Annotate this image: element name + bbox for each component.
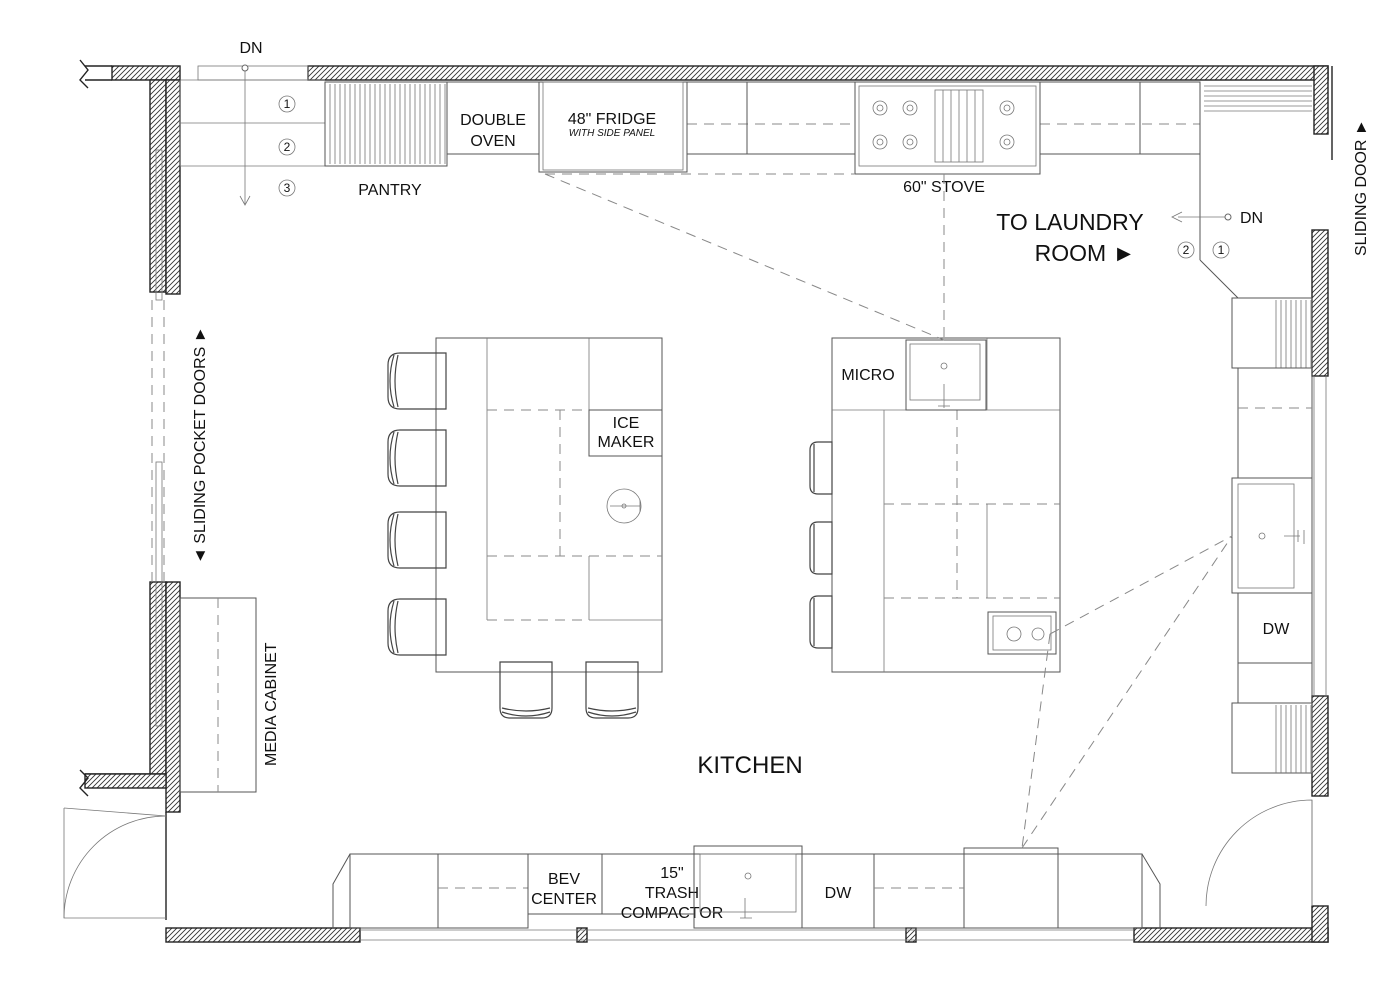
micro-label: MICRO: [841, 367, 894, 384]
right-door-swing: [1205, 799, 1313, 907]
right-island-stools: [809, 441, 833, 649]
pantry-label: PANTRY: [358, 182, 422, 199]
fridge-note: WITH SIDE PANEL: [569, 128, 656, 139]
bottom-counter-run: BEV CENTER 15" TRASH COMPACTOR DW: [332, 845, 1161, 929]
wall-left-upper: [149, 79, 167, 293]
left-island: ICE MAKER: [435, 337, 663, 673]
to-laundry-label: TO LAUNDRY: [996, 209, 1143, 235]
stove-burners: [872, 89, 1015, 163]
dw-right-label: DW: [1263, 621, 1291, 638]
wall-left-inner: [165, 79, 181, 295]
trash-compactor-label: 15": [660, 865, 683, 882]
dw-bottom-label: DW: [825, 885, 853, 902]
right-island: MICRO: [831, 337, 1061, 673]
left-island-bottom-stools: [499, 661, 639, 719]
wall-bottom-right: [1133, 927, 1329, 943]
to-laundry-label-2: ROOM ►: [1035, 240, 1136, 266]
laundry-stair-treads: [1204, 85, 1312, 112]
wall-right-bottom: [1311, 905, 1329, 943]
media-cabinet: MEDIA CABINET: [179, 597, 280, 793]
wall-left-jog: [84, 773, 167, 789]
dn-right-label: DN: [1240, 210, 1263, 227]
laundry-stair: DN 2 1 TO LAUNDRY ROOM ►: [996, 82, 1312, 299]
sliding-pocket-doors-label: ◄ SLIDING POCKET DOORS ►: [192, 326, 209, 564]
work-triangle: [544, 173, 1233, 849]
wall-right-lower: [1311, 695, 1329, 797]
fridge-label: 48" FRIDGE: [568, 111, 656, 128]
wall-bottom-left: [165, 927, 361, 943]
media-cabinet-label: MEDIA CABINET: [263, 642, 280, 766]
wall-left-lower-inner: [165, 581, 181, 813]
step-3-label: 3: [284, 181, 291, 195]
wall-top: [307, 65, 1329, 81]
top-counter-run: PANTRY DOUBLE OVEN 48" FRIDGE WITH SIDE …: [324, 81, 1201, 199]
left-island-stools: [387, 352, 447, 656]
double-oven-label: DOUBLE: [460, 112, 526, 129]
stove-label: 60" STOVE: [903, 179, 985, 196]
ice-maker-label: ICE: [613, 415, 640, 432]
walls: [79, 59, 1333, 943]
wall-left-lower: [149, 581, 167, 779]
right-treads-upper: [1275, 300, 1312, 368]
laundry-step-1: 1: [1218, 243, 1225, 257]
right-counter-run: DW: [1231, 297, 1313, 774]
wall-right-upper: [1311, 229, 1329, 377]
wall-bottom-pier1: [576, 927, 588, 943]
bev-center-label: BEV: [548, 871, 580, 888]
kitchen-room-label: KITCHEN: [697, 752, 802, 779]
laundry-step-2: 2: [1183, 243, 1190, 257]
sliding-door-label: SLIDING DOOR ►: [1353, 119, 1370, 256]
dn-top-label: DN: [239, 40, 262, 57]
right-treads-lower: [1275, 705, 1312, 773]
wall-top-right: [1313, 65, 1329, 135]
double-oven-label-2: OVEN: [470, 133, 515, 150]
trash-compactor-label-2: TRASH: [645, 885, 699, 902]
wall-top-left-stub: [111, 65, 181, 81]
step-2-label: 2: [284, 140, 291, 154]
top-stair: DN 1 2 3: [179, 40, 325, 206]
ice-maker-label-2: MAKER: [598, 434, 655, 451]
step-1-label: 1: [284, 97, 291, 111]
trash-compactor-label-3: COMPACTOR: [621, 905, 724, 922]
bev-center-label-2: CENTER: [531, 891, 597, 908]
pantry-shelving: [329, 84, 446, 164]
left-door-swing: [63, 815, 167, 919]
